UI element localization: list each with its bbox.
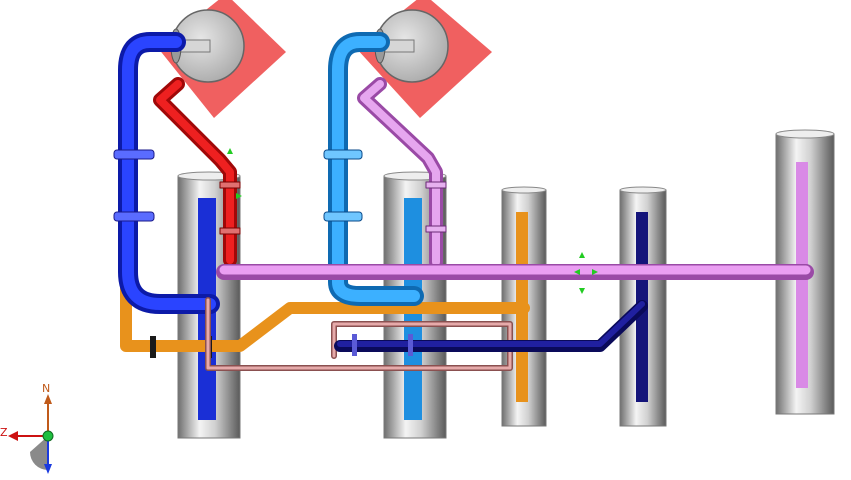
violet-header[interactable] xyxy=(216,264,814,280)
violet-line[interactable] xyxy=(357,77,447,269)
axis-z-label: Z xyxy=(0,426,8,439)
pump-b[interactable] xyxy=(356,0,492,118)
cyan-line[interactable] xyxy=(323,32,424,306)
node-marker[interactable] xyxy=(227,148,242,199)
blue-line[interactable] xyxy=(113,32,220,314)
red-line[interactable] xyxy=(153,77,241,267)
axis-triad: N Z xyxy=(0,382,54,474)
pump-a[interactable] xyxy=(158,0,286,118)
axis-triad-disc xyxy=(30,436,48,470)
axis-north-label: N xyxy=(42,382,50,395)
navy-line[interactable] xyxy=(334,300,648,356)
node-marker[interactable] xyxy=(574,252,598,294)
